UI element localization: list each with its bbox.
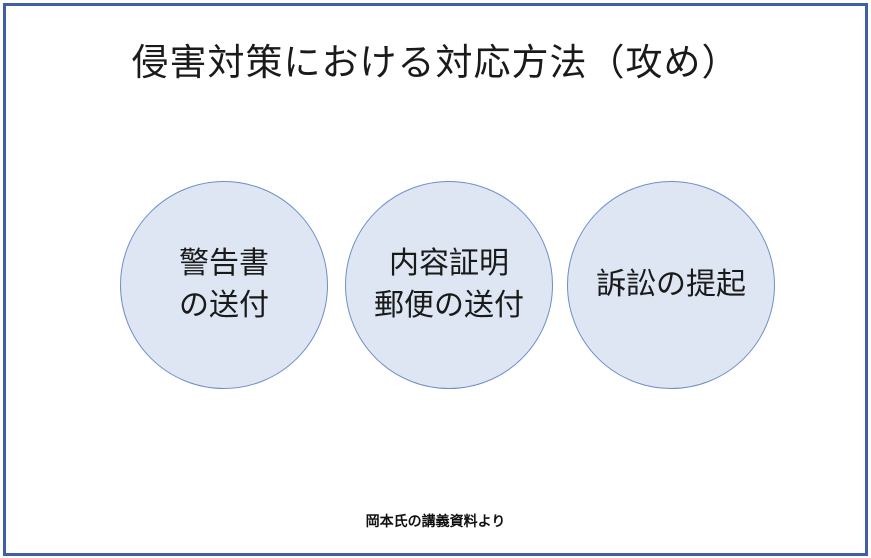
circle-certified-mail: 内容証明 郵便の送付	[345, 181, 553, 389]
slide-title: 侵害対策における対応方法（攻め）	[131, 41, 740, 84]
source-note: 岡本氏の講義資料より	[365, 514, 506, 530]
circle-label-line: 警告書	[179, 246, 269, 281]
circle-label-line: 郵便の送付	[374, 288, 524, 323]
circle-warning-letter: 警告書 の送付	[120, 181, 328, 389]
circle-label-line: の送付	[179, 288, 269, 323]
circle-label-line: 内容証明	[389, 246, 509, 281]
slide-frame: 侵害対策における対応方法（攻め） 警告書 の送付 内容証明 郵便の送付 訴訟の提…	[3, 3, 868, 556]
circle-label-line: 訴訟の提起	[596, 267, 746, 302]
circle-lawsuit: 訴訟の提起	[567, 181, 775, 389]
